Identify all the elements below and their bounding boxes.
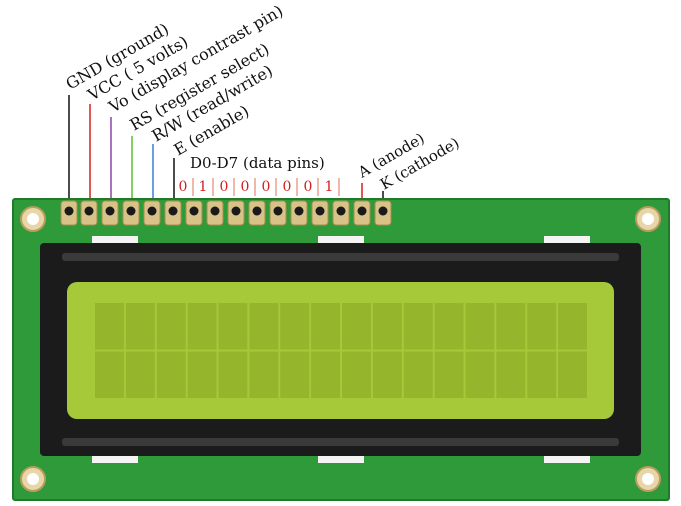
lcd-screen: [67, 282, 614, 419]
lcd-character-cell: [527, 351, 557, 398]
lcd-character-cell: [558, 351, 587, 398]
bezel-top-rail: [62, 253, 619, 261]
data-bit-label: 0: [220, 179, 229, 195]
header-pin: [185, 200, 203, 226]
bezel-bottom-rail: [62, 438, 619, 446]
mounting-holes: [20, 206, 661, 492]
header-pin: [101, 200, 119, 226]
label-data-pins: D0-D7 (data pins): [190, 154, 325, 172]
lcd-character-cell: [311, 303, 340, 350]
lcd-character-cell: [403, 303, 433, 350]
header-pin: [143, 200, 161, 226]
data-bit-label: 0: [283, 179, 292, 195]
lcd-character-cell: [156, 303, 186, 350]
data-bit-label: 0: [304, 179, 313, 195]
header-pin: [248, 200, 266, 226]
character-cells: [95, 303, 587, 398]
data-bit-label: 1: [199, 179, 208, 195]
lcd-character-cell: [280, 303, 310, 350]
header-pin: [269, 200, 287, 226]
lcd-character-cell: [218, 303, 248, 350]
header-pin: [164, 200, 182, 226]
lcd-character-cell: [125, 303, 155, 350]
lcd-character-cell: [218, 351, 248, 398]
lcd-character-cell: [249, 303, 279, 350]
header-pin: [290, 200, 308, 226]
data-bit-label: 0: [179, 179, 188, 195]
lcd-character-cell: [496, 351, 526, 398]
pin-leader-lines: [68, 95, 384, 198]
lcd-character-cell: [95, 303, 124, 350]
lcd-character-cell: [249, 351, 279, 398]
bezel-clips: [92, 236, 590, 463]
lcd-character-cell: [465, 351, 495, 398]
header-pin: [80, 200, 98, 226]
header-pin: [60, 200, 78, 226]
lcd-character-cell: [434, 303, 464, 350]
header-pin: [332, 200, 350, 226]
header-pin: [206, 200, 224, 226]
header-pin: [122, 200, 140, 226]
lcd-character-cell: [372, 303, 402, 350]
header-pins: [60, 200, 392, 226]
lcd-character-cell: [527, 303, 557, 350]
lcd-character-cell: [125, 351, 155, 398]
lcd-character-cell: [465, 303, 495, 350]
lcd-character-cell: [372, 351, 402, 398]
lcd-character-cell: [187, 303, 217, 350]
data-bit-label: 0: [262, 179, 271, 195]
lcd-character-cell: [496, 303, 526, 350]
header-pin: [227, 200, 245, 226]
lcd-character-cell: [311, 351, 340, 398]
header-pin: [353, 200, 371, 226]
lcd-character-cell: [342, 303, 371, 350]
lcd-character-cell: [558, 303, 587, 350]
header-pin: [374, 200, 392, 226]
data-bit-label: 0: [241, 179, 250, 195]
lcd-character-cell: [156, 351, 186, 398]
data-bit-label: 1: [325, 179, 334, 195]
lcd-character-cell: [187, 351, 217, 398]
lcd-character-cell: [434, 351, 464, 398]
lcd-character-cell: [95, 351, 124, 398]
lcd-character-cell: [280, 351, 310, 398]
lcd-character-cell: [342, 351, 371, 398]
header-pin: [311, 200, 329, 226]
lcd-character-cell: [403, 351, 433, 398]
